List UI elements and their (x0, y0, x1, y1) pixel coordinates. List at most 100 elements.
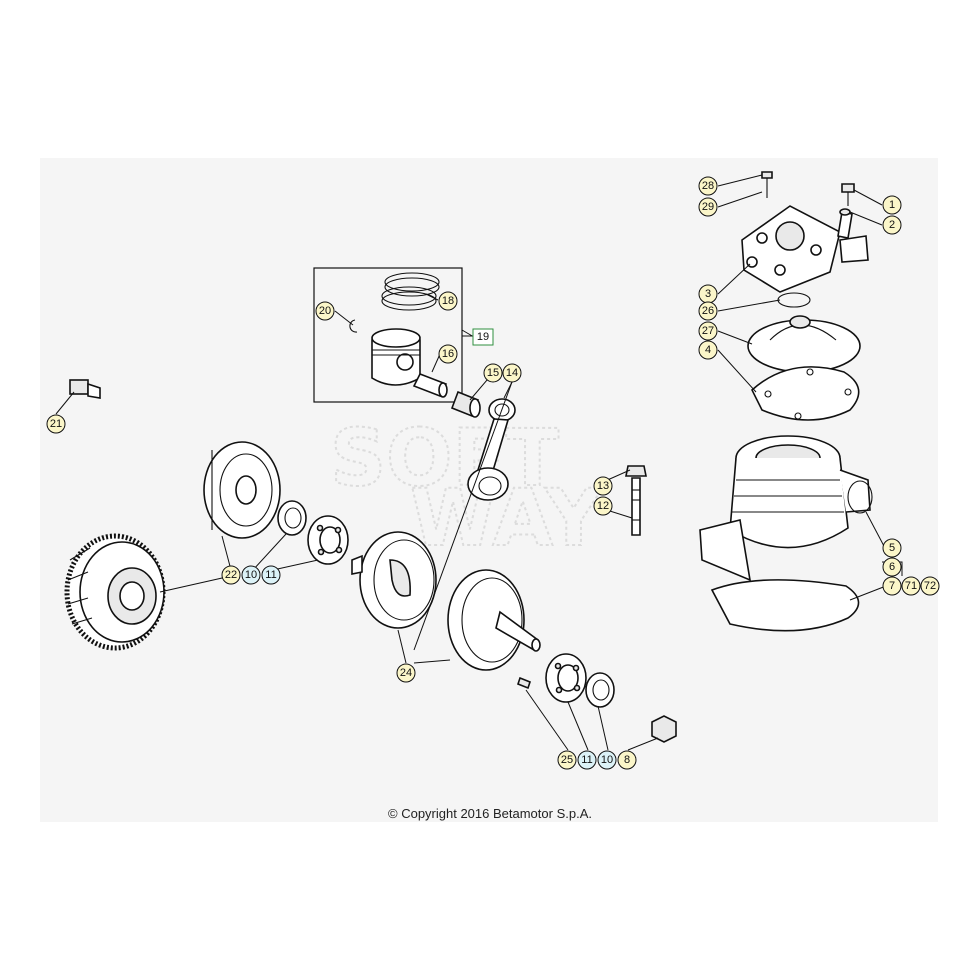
callout-number: 4 (705, 344, 711, 356)
crankshaft-right-half (447, 569, 541, 671)
callout-number: 5 (889, 542, 895, 554)
callout-number: 28 (702, 180, 714, 192)
callout-27: 27 (698, 321, 718, 341)
callout-number: 12 (597, 500, 609, 512)
callout-marker (221, 565, 241, 585)
callout-number: 72 (924, 580, 936, 592)
callout-number: 25 (561, 754, 573, 766)
callout-number: 14 (506, 367, 518, 379)
callout-marker (882, 215, 902, 235)
callout-number: 11 (265, 569, 276, 581)
callout-marker (261, 565, 281, 585)
callout-7: 7 (882, 576, 902, 596)
callout-24: 24 (396, 663, 416, 683)
bearing-left (307, 515, 349, 565)
callout-number: 15 (487, 367, 499, 379)
callout-26: 26 (698, 301, 718, 321)
clutch-basket (64, 533, 166, 651)
watermark: SOFT WAY (329, 413, 604, 565)
callout-number: 29 (702, 201, 714, 213)
callout-25: 25 (557, 750, 577, 770)
callout-number: 7 (889, 580, 895, 592)
callout-marker (593, 476, 613, 496)
callout-4: 4 (698, 340, 718, 360)
callout-10b: 10 (597, 750, 617, 770)
callout-2: 2 (882, 215, 902, 235)
callout-number: 26 (702, 305, 714, 317)
callout-22: 22 (221, 565, 241, 585)
callout-number: 20 (319, 305, 331, 317)
callout-marker (315, 301, 335, 321)
callout-marker (698, 340, 718, 360)
callout-11b: 11 (577, 750, 597, 770)
callout-number: 22 (225, 569, 237, 581)
callout-number: 16 (442, 348, 454, 360)
callout-3: 3 (698, 284, 718, 304)
callout-number: 6 (889, 561, 895, 573)
callout-marker (438, 344, 458, 364)
circlip (349, 319, 358, 333)
callout-marker (557, 750, 577, 770)
callout-number: 11 (581, 754, 592, 766)
callout-5: 5 (882, 538, 902, 558)
crankshaft-nut (651, 715, 677, 743)
callout-10a: 10 (241, 565, 261, 585)
callout-number: 2 (889, 219, 895, 231)
piston-kit-frame (313, 267, 463, 403)
callout-marker (920, 576, 940, 596)
callout-11a: 11 (261, 565, 281, 585)
callout-marker (698, 197, 718, 217)
callout-20: 20 (315, 301, 335, 321)
head-screws (761, 171, 855, 216)
copyright-notice: © Copyright 2016 Betamotor S.p.A. (388, 806, 592, 821)
callout-marker (698, 176, 718, 196)
callout-29: 29 (698, 197, 718, 217)
callout-number: 3 (705, 288, 711, 300)
piston-rings (381, 272, 440, 311)
cylinder (699, 435, 871, 582)
callout-marker (617, 750, 637, 770)
callout-marker (882, 557, 902, 577)
callout-72: 72 (920, 576, 940, 596)
callout-71: 71 (901, 576, 921, 596)
callout-marker (241, 565, 261, 585)
callout-number: 13 (597, 480, 609, 492)
crankshaft-left-half (351, 531, 437, 629)
callout-number: 1 (889, 199, 895, 211)
callout-marker (593, 496, 613, 516)
head-gasket (751, 366, 860, 421)
callout-number: 71 (905, 580, 917, 592)
callout-number: 10 (601, 754, 613, 766)
callout-marker (502, 363, 522, 383)
drain-screw (69, 379, 101, 399)
callout-1: 1 (882, 195, 902, 215)
callout-marker (597, 750, 617, 770)
piston-pin (412, 372, 448, 398)
callout-marker (472, 328, 494, 346)
callout-28: 28 (698, 176, 718, 196)
callout-marker (46, 414, 66, 434)
callout-18: 18 (438, 291, 458, 311)
woodruff-key (517, 676, 531, 690)
callout-number: 27 (702, 325, 714, 337)
callout-marker (438, 291, 458, 311)
needle-bearing (450, 390, 481, 418)
o-ring (777, 292, 811, 308)
flywheel-disc (203, 441, 281, 539)
callout-number: 10 (245, 569, 257, 581)
callout-marker (901, 576, 921, 596)
callout-number: 18 (442, 295, 454, 307)
callout-number: 8 (624, 754, 630, 766)
callout-number: 24 (400, 667, 412, 679)
combustion-chamber-insert (747, 315, 861, 373)
callout-number: 21 (50, 418, 62, 430)
piston (371, 328, 421, 386)
callout-marker (483, 363, 503, 383)
callout-21: 21 (46, 414, 66, 434)
callout-marker (882, 576, 902, 596)
bearing-right (545, 653, 587, 703)
callout-15: 15 (483, 363, 503, 383)
callout-14: 14 (502, 363, 522, 383)
oil-seal-right (585, 672, 615, 708)
